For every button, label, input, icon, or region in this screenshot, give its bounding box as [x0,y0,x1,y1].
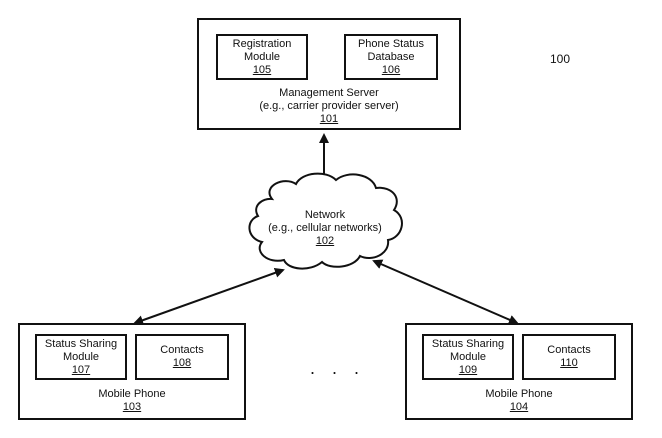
status-sharing-module-right-box: Status Sharing Module 109 [422,334,514,380]
network-phone-right-arrow [372,259,519,325]
network-cloud-shape [248,172,403,270]
contacts-left-box: Contacts 108 [135,334,229,380]
mobile-phone-left-label: Mobile Phone [98,388,166,400]
database-label-line2: Database [367,50,415,63]
status-module-left-line1: Status Sharing [44,337,118,350]
figure-reference-number: 100 [550,52,571,66]
database-ref: 106 [381,63,401,76]
contacts-right-box: Contacts 110 [522,334,616,380]
registration-module-label-line2: Module [243,50,281,63]
mobile-phone-right-label: Mobile Phone [485,388,553,400]
registration-module-box: Registration Module 105 [216,34,308,80]
database-label-line1: Phone Status [357,37,425,50]
network-label: Network [304,209,346,221]
contacts-left-label: Contacts [160,344,204,356]
contacts-left-ref: 108 [172,357,192,369]
mobile-phone-left-ref: 103 [122,401,142,413]
status-module-right-ref: 109 [458,363,478,376]
mobile-phone-right-ref: 104 [509,401,529,413]
registration-module-label-line1: Registration [232,37,292,50]
mobile-phone-right-caption: Mobile Phone 104 [407,388,631,414]
phone-status-database-box: Phone Status Database 106 [344,34,438,80]
network-sublabel: (e.g., cellular networks) [268,222,382,234]
network-ref: 102 [315,235,335,247]
management-server-ref: 101 [319,113,339,125]
network-caption: Network (e.g., cellular networks) 102 [250,209,400,248]
status-sharing-module-left-box: Status Sharing Module 107 [35,334,127,380]
status-module-left-line2: Module [62,350,100,363]
registration-module-ref: 105 [252,63,272,76]
network-phone-left-arrow [133,267,285,326]
contacts-right-label: Contacts [547,344,591,356]
mobile-phone-left-caption: Mobile Phone 103 [20,388,244,414]
management-server-sublabel: (e.g., carrier provider server) [259,100,399,112]
management-server-label: Management Server [279,87,379,99]
status-module-left-ref: 107 [71,363,91,376]
status-module-right-line1: Status Sharing [431,337,505,350]
status-module-right-line2: Module [449,350,487,363]
more-phones-ellipsis: . . . [310,358,366,378]
contacts-right-ref: 110 [560,357,578,369]
management-server-caption: Management Server (e.g., carrier provide… [199,87,459,126]
